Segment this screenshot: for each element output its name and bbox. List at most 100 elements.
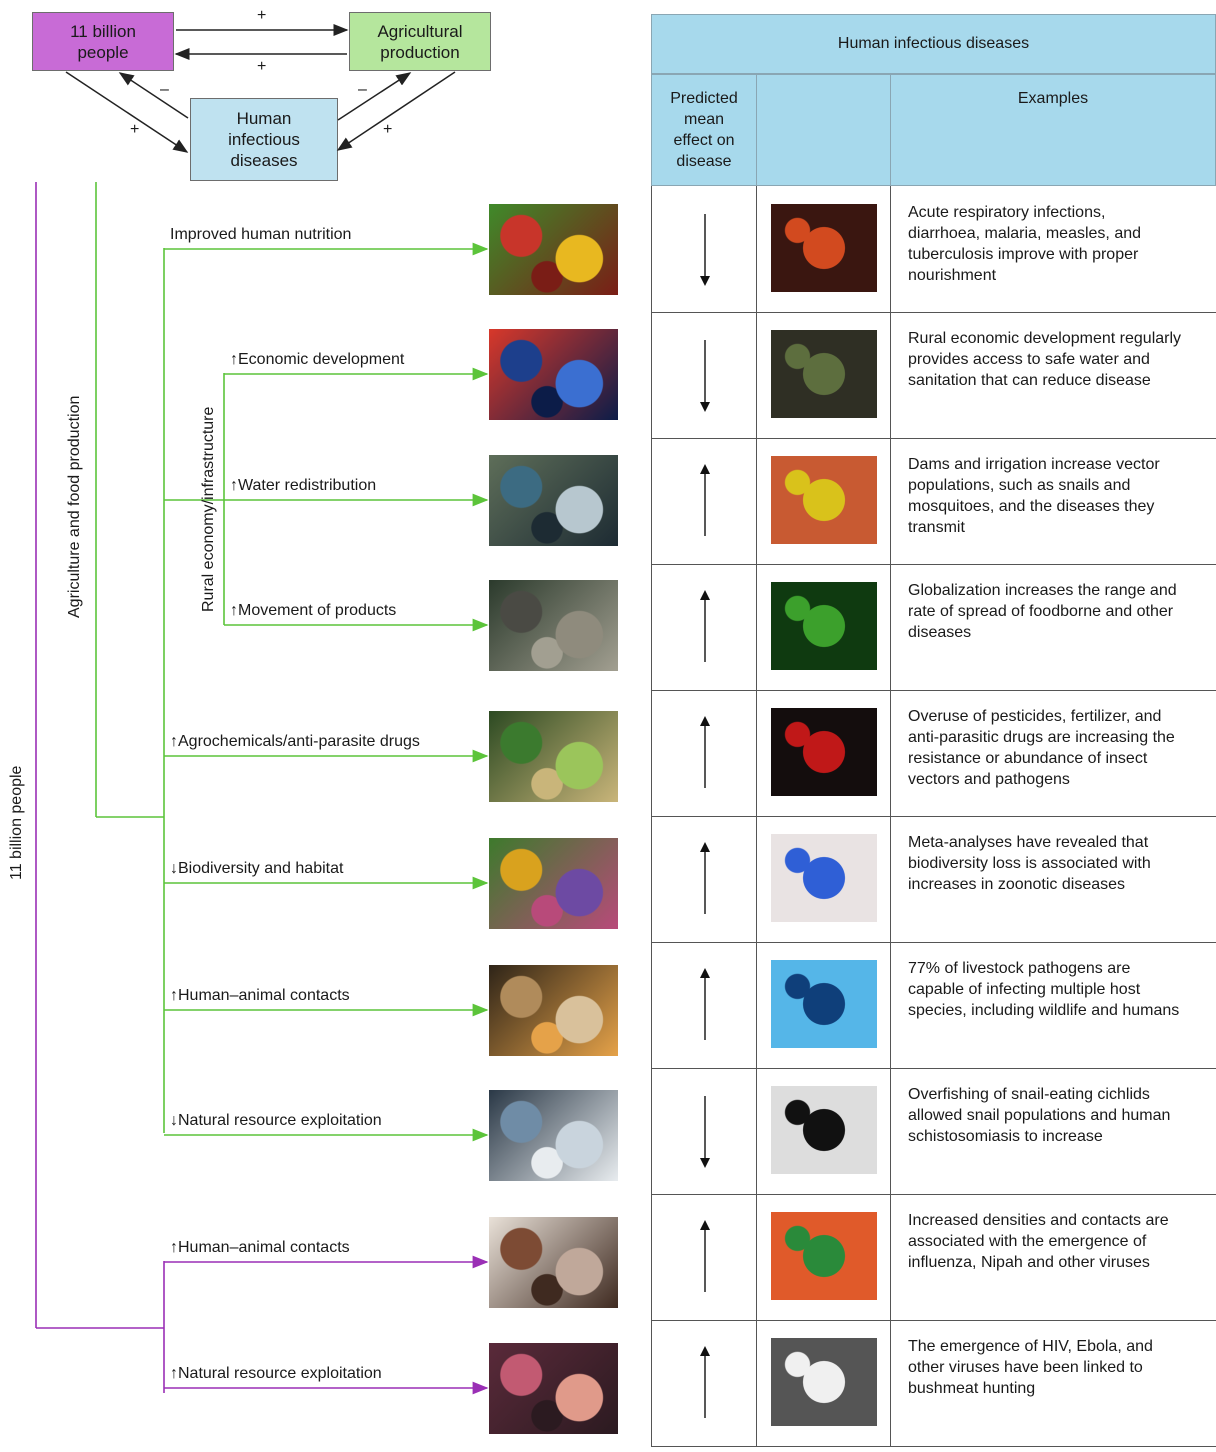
dam-photo bbox=[489, 455, 618, 546]
pathway-label-text: Human–animal contacts bbox=[178, 1239, 350, 1256]
bow-hunter-photo bbox=[489, 1343, 618, 1434]
effect-column-header: Predicted mean effect on disease bbox=[651, 74, 757, 186]
effect-cell bbox=[651, 312, 757, 439]
pathway-label-text: Biodiversity and habitat bbox=[178, 860, 344, 877]
direction-arrow-glyph: ↑ bbox=[170, 1239, 178, 1256]
up-arrow-icon bbox=[700, 1220, 710, 1292]
table-row: Overfishing of snail-eating cichlids all… bbox=[651, 1068, 1216, 1195]
tractor-spraying-photo bbox=[489, 711, 618, 802]
green-virus-image bbox=[771, 582, 877, 670]
plus-sign-left: + bbox=[130, 121, 140, 138]
effect-arrow-head bbox=[700, 1158, 710, 1168]
table-row: Meta-analyses have revealed that biodive… bbox=[651, 816, 1216, 943]
table-row: Dams and irrigation increase vector popu… bbox=[651, 438, 1216, 565]
example-text: Globalization increases the range and ra… bbox=[908, 582, 1177, 641]
down-arrow-icon bbox=[700, 340, 710, 412]
pathway-label-text: Natural resource exploitation bbox=[178, 1112, 382, 1129]
table-row: The emergence of HIV, Ebola, and other v… bbox=[651, 1320, 1216, 1447]
pathway-label-2: ↑Economic development bbox=[230, 350, 404, 370]
mosquito-image bbox=[771, 456, 877, 544]
minus-sign-left: – bbox=[160, 81, 169, 98]
effect-cell bbox=[651, 816, 757, 943]
effect-cell bbox=[651, 690, 757, 817]
bacteria-image bbox=[771, 204, 877, 292]
up-arrow-icon bbox=[700, 716, 710, 788]
direction-arrow-glyph: ↑ bbox=[170, 987, 178, 1004]
disease-box-label: Human infectious diseases bbox=[228, 109, 300, 170]
blue-virus-image bbox=[771, 960, 877, 1048]
agri-box-label: Agricultural production bbox=[377, 21, 463, 62]
example-text: 77% of livestock pathogens are capable o… bbox=[908, 960, 1180, 1019]
effect-cell bbox=[651, 1320, 757, 1447]
effect-cell bbox=[651, 1194, 757, 1321]
plus-sign-right: + bbox=[383, 121, 393, 138]
disease-to-people-arrow bbox=[118, 72, 189, 119]
example-text: Meta-analyses have revealed that biodive… bbox=[908, 834, 1151, 893]
table-row: Globalization increases the range and ra… bbox=[651, 564, 1216, 691]
pathway-label-text: Natural resource exploitation bbox=[178, 1365, 382, 1382]
direction-arrow-glyph: ↑ bbox=[230, 477, 238, 494]
people-box: 11 billion people bbox=[32, 12, 174, 71]
example-text: Increased densities and contacts are ass… bbox=[908, 1212, 1169, 1271]
poultry-farm-photo bbox=[489, 1217, 618, 1308]
pathway-label-text: Economic development bbox=[238, 351, 405, 368]
direction-arrow-glyph: ↑ bbox=[170, 1365, 178, 1382]
people-branch-label: 11 billion people bbox=[8, 765, 25, 880]
example-text: Rural economic development regularly pro… bbox=[908, 330, 1182, 389]
effect-arrow-head bbox=[700, 1346, 710, 1356]
direction-arrow-glyph: ↑ bbox=[230, 602, 238, 619]
table-title: Human infectious diseases bbox=[651, 14, 1216, 74]
direction-arrow-glyph: ↑ bbox=[170, 733, 178, 750]
up-arrow-icon bbox=[700, 464, 710, 536]
network-image bbox=[771, 834, 877, 922]
effect-arrow-head bbox=[700, 968, 710, 978]
effect-arrow-head bbox=[700, 590, 710, 600]
people-box-label: 11 billion people bbox=[70, 21, 136, 62]
schistosome-image bbox=[771, 1086, 877, 1174]
table-title-text: Human infectious diseases bbox=[837, 35, 1030, 52]
direction-arrow-glyph: ↓ bbox=[170, 1112, 178, 1129]
influenza-virion-image bbox=[771, 1212, 877, 1300]
disease-effects-table: Human infectious diseases Predicted mean… bbox=[651, 14, 1216, 1447]
table-row: Increased densities and contacts are ass… bbox=[651, 1194, 1216, 1321]
pathway-label-9: ↑Human–animal contacts bbox=[170, 1238, 350, 1258]
effect-arrow-head bbox=[700, 464, 710, 474]
example-text: Overuse of pesticides, fertilizer, and a… bbox=[908, 708, 1175, 788]
water-pump-image bbox=[771, 330, 877, 418]
example-text: Overfishing of snail-eating cichlids all… bbox=[908, 1086, 1171, 1145]
table-row: Acute respiratory infections, diarrhoea,… bbox=[651, 186, 1216, 313]
dna-cross-image bbox=[771, 708, 877, 796]
direction-arrow-glyph: ↓ bbox=[170, 860, 178, 877]
effect-cell bbox=[651, 438, 757, 565]
effect-column-header-text: Predicted mean effect on disease bbox=[670, 90, 738, 170]
highway-interchange-photo bbox=[489, 580, 618, 671]
pathway-label-7: ↑Human–animal contacts bbox=[170, 986, 350, 1006]
pathway-label-3: ↑Water redistribution bbox=[230, 476, 376, 496]
effect-arrow-head bbox=[700, 402, 710, 412]
table-row: Overuse of pesticides, fertilizer, and a… bbox=[651, 690, 1216, 817]
pathway-label-text: Human–animal contacts bbox=[178, 987, 350, 1004]
pathway-label-8: ↓Natural resource exploitation bbox=[170, 1111, 382, 1131]
examples-column-header: Examples bbox=[890, 74, 1216, 186]
pathway-label-text: Movement of products bbox=[238, 602, 397, 619]
pathway-label-text: Agrochemicals/anti-parasite drugs bbox=[178, 733, 420, 750]
image-column-header bbox=[756, 74, 891, 186]
example-text: Dams and irrigation increase vector popu… bbox=[908, 456, 1160, 536]
example-text: Acute respiratory infections, diarrhoea,… bbox=[908, 204, 1142, 284]
minus-sign-right: – bbox=[358, 81, 367, 98]
disease-to-agri-arrow bbox=[337, 72, 412, 121]
wildflowers-photo bbox=[489, 838, 618, 929]
rural-economy-branch-label: Rural economy/infrastructure bbox=[200, 406, 217, 612]
direction-arrow-glyph: ↑ bbox=[230, 351, 238, 368]
pathway-label-1: Improved human nutrition bbox=[170, 225, 351, 245]
infectious-diseases-box: Human infectious diseases bbox=[190, 98, 338, 181]
up-arrow-icon bbox=[700, 590, 710, 662]
table-row: 77% of livestock pathogens are capable o… bbox=[651, 942, 1216, 1069]
pathway-label-4: ↑Movement of products bbox=[230, 601, 396, 621]
effect-cell bbox=[651, 1068, 757, 1195]
agri-to-disease-arrow bbox=[336, 71, 456, 151]
economic-chart-photo bbox=[489, 329, 618, 420]
pathway-label-5: ↑Agrochemicals/anti-parasite drugs bbox=[170, 732, 420, 752]
